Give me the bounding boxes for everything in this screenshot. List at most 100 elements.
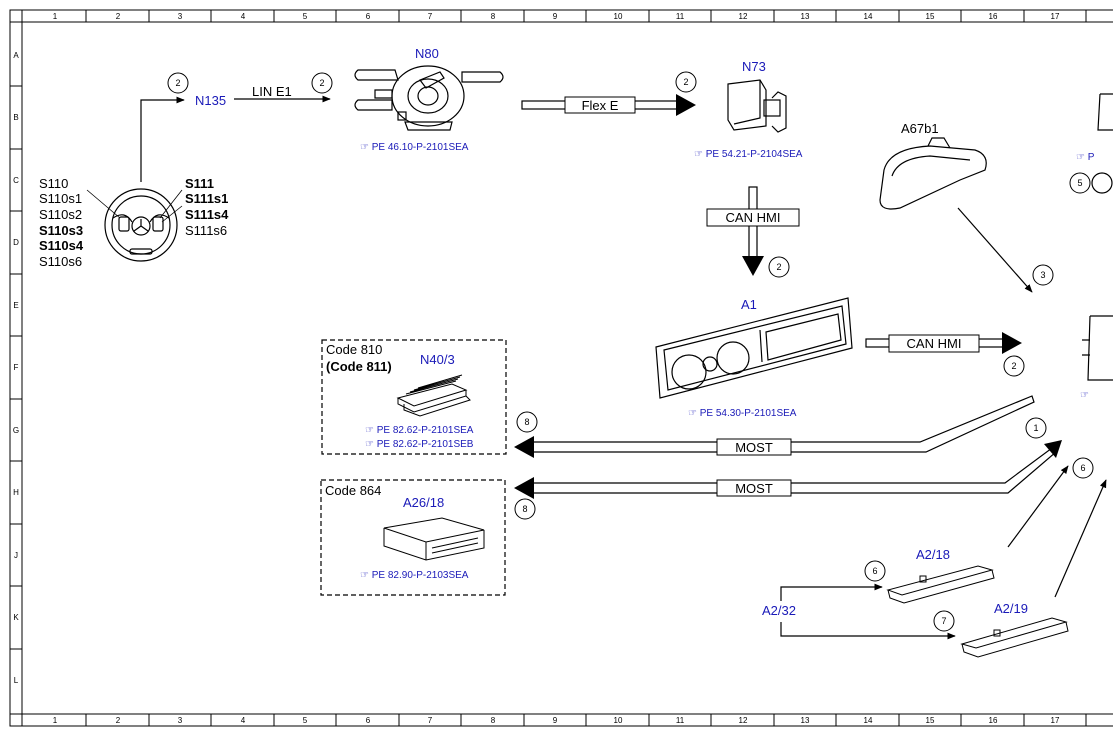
can-hmi-vertical-label: CAN HMI: [726, 210, 781, 225]
row-label: K: [13, 613, 19, 622]
col-label: 6: [366, 716, 371, 725]
steering-wheel-icon: [104, 188, 178, 262]
row-label: B: [13, 113, 18, 122]
col-label: 13: [801, 12, 810, 21]
col-label: 12: [739, 12, 748, 21]
col-label: 7: [428, 716, 433, 725]
svg-text:1: 1: [1033, 423, 1038, 433]
svg-text:2: 2: [175, 78, 180, 88]
a1-instrument-cluster-icon: [655, 297, 853, 399]
col-label: 7: [428, 12, 433, 21]
col-label: 3: [178, 12, 183, 21]
col-label: 1: [53, 716, 58, 725]
svg-text:2: 2: [319, 78, 324, 88]
connection-steering-n135: [140, 96, 185, 182]
row-label: D: [13, 238, 19, 247]
col-label: 10: [614, 716, 623, 725]
n135-label: N135: [195, 93, 226, 108]
a67b1-connection: [957, 207, 1033, 293]
steering-right-switches: S111 S111s1 S111s4 S111s6: [185, 176, 229, 238]
a1-reference: ☞ PE 54.30-P-2101SEA: [688, 408, 797, 419]
marker-circle: 2: [768, 256, 790, 278]
a2-19-connection: [1054, 479, 1107, 598]
col-label: 14: [864, 716, 873, 725]
col-label: 17: [1051, 716, 1060, 725]
n40-amplifier-icon: [396, 374, 471, 417]
most-bus-upper: MOST: [514, 395, 1035, 458]
row-label: L: [14, 676, 19, 685]
n80-reference: ☞ PE 46.10-P-2101SEA: [360, 142, 469, 153]
a2-18-antenna-module-icon: [886, 565, 995, 604]
n40-code-label: Code 810: [326, 342, 382, 357]
n40-code-box: [321, 339, 507, 455]
most-upper-label: MOST: [735, 440, 773, 455]
switch-label: S111s4: [185, 207, 229, 222]
svg-text:7: 7: [941, 616, 946, 626]
a2-18-label: A2/18: [916, 547, 950, 562]
n73-reference: ☞ PE 54.21-P-2104SEA: [694, 149, 803, 160]
svg-text:6: 6: [872, 566, 877, 576]
can-hmi-horizontal-bus: CAN HMI: [865, 332, 1022, 354]
svg-text:8: 8: [522, 504, 527, 514]
col-label: 2: [116, 716, 121, 725]
a2-32-to-a2-18: [780, 583, 883, 601]
row-label: E: [13, 301, 18, 310]
a26-label: A26/18: [403, 495, 444, 510]
most-lower-label: MOST: [735, 481, 773, 496]
col-label: 12: [739, 716, 748, 725]
n40-reference-1: ☞ PE 82.62-P-2101SEA: [365, 425, 474, 436]
a2-32-label: A2/32: [762, 603, 796, 618]
switch-label: S111s1: [185, 191, 228, 206]
marker-circle: 2: [675, 71, 697, 93]
col-label: 8: [491, 716, 496, 725]
row-label: J: [14, 551, 18, 560]
switch-label: S110s4: [39, 238, 84, 253]
can-hmi-horizontal-label: CAN HMI: [907, 336, 962, 351]
most-bus-lower: MOST: [514, 440, 1062, 499]
svg-text:8: 8: [524, 417, 529, 427]
col-label: 11: [676, 12, 685, 21]
col-label: 5: [303, 12, 308, 21]
column-ruler: [10, 10, 1087, 726]
marker-circle: 8: [516, 411, 538, 433]
a67b1-label: A67b1: [901, 121, 939, 136]
right-edge-partial-component: [1082, 93, 1113, 381]
col-label: 4: [241, 716, 246, 725]
a26-code-label: Code 864: [325, 483, 381, 498]
n40-label: N40/3: [420, 352, 455, 367]
switch-label: S110s2: [39, 207, 82, 222]
row-label: A: [13, 51, 19, 60]
marker-circle: 2: [311, 72, 333, 94]
col-label: 2: [116, 12, 121, 21]
right-partial-reference: ☞ P: [1076, 152, 1095, 163]
col-label: 3: [178, 716, 183, 725]
n40-reference-2: ☞ PE 82.62-P-2101SEB: [365, 439, 474, 450]
col-label: 6: [366, 12, 371, 21]
switch-label: S111: [185, 176, 214, 191]
marker-circle: 2: [1003, 355, 1025, 377]
n40-code2-label: (Code 811): [326, 359, 392, 374]
col-label: 16: [989, 12, 998, 21]
col-label: 15: [926, 716, 935, 725]
svg-text:5: 5: [1077, 178, 1082, 188]
a1-label: A1: [741, 297, 757, 312]
can-hmi-vertical-bus: CAN HMI: [706, 186, 800, 276]
col-label: 10: [614, 12, 623, 21]
marker-circle: 3: [1032, 264, 1054, 286]
n73-label: N73: [742, 59, 766, 74]
col-label: 5: [303, 716, 308, 725]
marker-circle: 1: [1025, 417, 1047, 439]
col-label: 4: [241, 12, 246, 21]
marker-circle: 8: [514, 498, 536, 520]
col-label: 11: [676, 716, 685, 725]
marker-circle: 7: [933, 610, 955, 632]
svg-text:2: 2: [683, 77, 688, 87]
leader-lines: [86, 189, 183, 223]
marker-circle: 6: [1072, 457, 1094, 479]
col-label: 9: [553, 716, 558, 725]
row-label: F: [14, 363, 19, 372]
col-label: 1: [53, 12, 58, 21]
svg-text:3: 3: [1040, 270, 1045, 280]
flex-e-label: Flex E: [582, 98, 619, 113]
svg-text:2: 2: [776, 262, 781, 272]
